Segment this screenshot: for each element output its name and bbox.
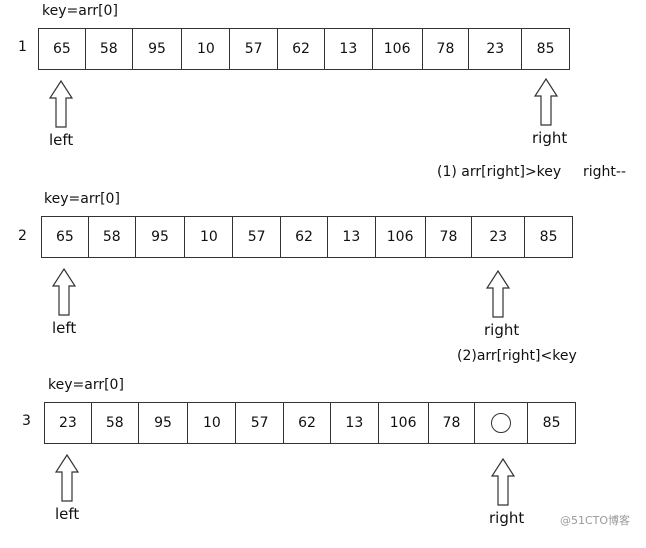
array-cell: 58 — [90, 403, 138, 443]
array-cell: 78 — [421, 29, 469, 69]
array-cell: 57 — [235, 403, 283, 443]
array-cell: 62 — [283, 403, 330, 443]
array-cell: 85 — [524, 217, 572, 257]
empty-slot-circle-icon — [491, 413, 512, 433]
array-cell: 78 — [424, 217, 472, 257]
array-cell: 23 — [471, 217, 524, 257]
condition-note: (2)arr[right]<key — [457, 348, 577, 364]
right-pointer-arrow-icon — [486, 270, 510, 318]
array-cell: 58 — [87, 217, 135, 257]
array-cell: 13 — [323, 29, 372, 69]
array-cell: 95 — [134, 217, 185, 257]
array-cell: 106 — [377, 403, 428, 443]
array-row-1: 65 58 95 10 57 62 13 106 78 23 85 — [38, 28, 570, 70]
step-number: 1 — [18, 39, 27, 55]
array-cell: 10 — [181, 29, 229, 69]
left-pointer-arrow-icon — [49, 80, 73, 128]
right-pointer-label: right — [532, 129, 568, 147]
step-number: 2 — [18, 228, 27, 244]
array-cell: 106 — [374, 217, 425, 257]
key-label: key=arr[0] — [42, 3, 118, 19]
array-cell: 65 — [56, 229, 74, 245]
array-cell: 10 — [187, 403, 235, 443]
array-cell: 62 — [280, 217, 327, 257]
array-row-2: 65 58 95 10 57 62 13 106 78 23 85 — [41, 216, 573, 258]
left-pointer-label: left — [49, 131, 74, 149]
left-pointer-label: left — [55, 505, 80, 523]
array-cell: 62 — [277, 29, 324, 69]
key-label: key=arr[0] — [44, 191, 120, 207]
array-cell: 58 — [84, 29, 132, 69]
left-pointer-arrow-icon — [52, 268, 76, 316]
watermark: @51CTO博客 — [560, 514, 631, 527]
array-cell: 57 — [229, 29, 277, 69]
array-cell: 65 — [53, 41, 71, 57]
step-number: 3 — [22, 413, 31, 429]
key-label: key=arr[0] — [48, 377, 124, 393]
right-pointer-arrow-icon — [491, 458, 515, 506]
array-cell: 13 — [326, 217, 375, 257]
left-pointer-label: left — [52, 319, 77, 337]
array-cell: 23 — [59, 415, 77, 431]
array-row-3: 23 58 95 10 57 62 13 106 78 85 — [44, 402, 576, 444]
left-pointer-arrow-icon — [55, 454, 79, 502]
array-cell: 85 — [521, 29, 569, 69]
array-cell: 106 — [371, 29, 422, 69]
condition-note: (1) arr[right]>key — [437, 164, 562, 180]
array-cell: 10 — [184, 217, 232, 257]
array-cell: 23 — [468, 29, 521, 69]
array-cell: 78 — [427, 403, 475, 443]
array-cell: 57 — [232, 217, 280, 257]
right-pointer-arrow-icon — [534, 78, 558, 126]
right-pointer-label: right — [484, 321, 520, 339]
action-note: right-- — [583, 164, 626, 180]
array-cell-empty — [474, 403, 527, 443]
array-cell: 95 — [131, 29, 182, 69]
array-cell: 95 — [137, 403, 188, 443]
array-cell: 13 — [329, 403, 378, 443]
array-cell: 85 — [527, 403, 575, 443]
right-pointer-label: right — [489, 509, 525, 527]
